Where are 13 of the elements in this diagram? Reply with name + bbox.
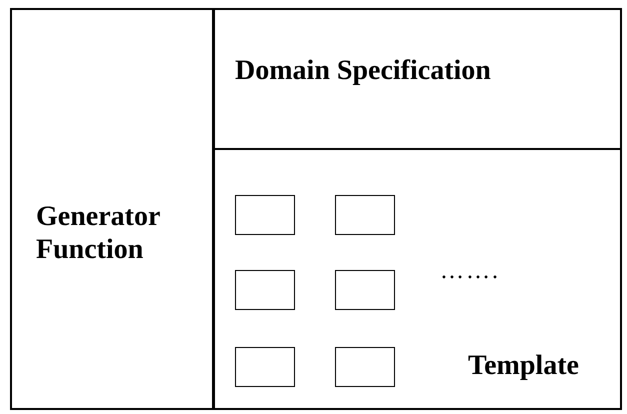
panel-title: Generator Function	[36, 200, 161, 266]
empty-box	[235, 195, 295, 235]
empty-box	[335, 270, 395, 310]
panel-title: Template	[468, 349, 579, 382]
side-panel	[10, 8, 214, 410]
empty-box	[335, 195, 395, 235]
empty-box	[235, 347, 295, 387]
panel	[213, 148, 622, 410]
panel	[213, 8, 622, 151]
ellipsis-text: …….	[440, 258, 500, 285]
empty-box	[235, 270, 295, 310]
empty-box	[335, 347, 395, 387]
panel-title: Domain Specification	[235, 54, 491, 87]
